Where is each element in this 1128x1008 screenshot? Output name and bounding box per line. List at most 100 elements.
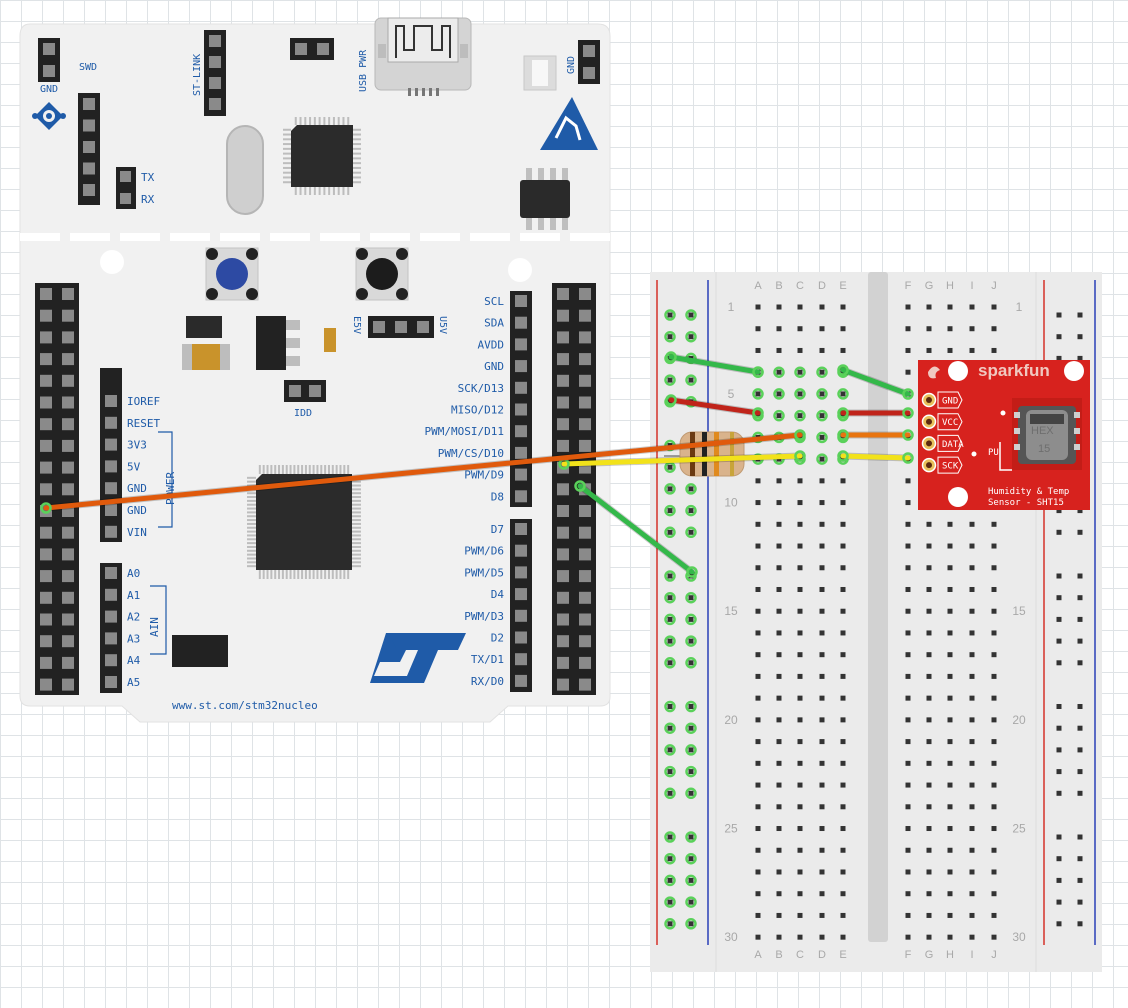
breadboard-hole xyxy=(755,565,761,571)
breadboard-hole xyxy=(991,673,997,679)
pin-label-a4: A4 xyxy=(127,654,141,667)
header-pin xyxy=(105,525,117,538)
wire-endpoint xyxy=(794,429,806,441)
breadboard-hole xyxy=(969,912,975,918)
breadboard-hole xyxy=(905,413,911,419)
header-pin xyxy=(557,526,569,539)
breadboard-hole xyxy=(776,804,782,810)
idd-label: IDD xyxy=(294,408,312,419)
breadboard-hole xyxy=(776,565,782,571)
sensor-pin-label-gnd: GND xyxy=(942,397,958,407)
sensor-pin-label-data: DATA xyxy=(942,440,964,450)
breadboard-hole xyxy=(991,695,997,701)
swd-label: SWD xyxy=(79,62,97,73)
sck-wire-yellow[interactable] xyxy=(561,453,803,467)
breadboard-hole xyxy=(840,739,846,745)
pin-label-d4: D4 xyxy=(491,588,505,601)
breadboard-hole xyxy=(819,739,825,745)
breadboard-hole xyxy=(905,934,911,940)
breadboard-hole xyxy=(969,826,975,832)
row-label: 30 xyxy=(1012,930,1026,944)
morpho-header-right xyxy=(552,283,596,695)
sck-wire-yellow[interactable] xyxy=(840,453,911,461)
breadboard-hole xyxy=(755,521,761,527)
breadboard-hole xyxy=(905,847,911,853)
pin-label-a0: A0 xyxy=(127,567,140,580)
breadboard-hole xyxy=(797,565,803,571)
header-pin xyxy=(105,567,117,579)
breadboard-hole xyxy=(755,782,761,788)
rail-hole xyxy=(688,704,694,709)
breadboard-hole xyxy=(819,717,825,723)
breadboard-hole xyxy=(797,586,803,592)
board-gnd-wire-green[interactable] xyxy=(577,483,695,575)
header-pin xyxy=(557,635,569,648)
breadboard-hole xyxy=(797,673,803,679)
rail-hole xyxy=(1077,704,1083,709)
board-data-wire-orange[interactable] xyxy=(43,432,803,511)
wire-endpoint xyxy=(837,407,849,419)
black-component xyxy=(172,635,228,667)
header-pin xyxy=(62,418,74,431)
pin-label-sck-d13: SCK/D13 xyxy=(458,382,504,395)
pin-label-tx-d1: TX/D1 xyxy=(471,653,504,666)
header-pin xyxy=(579,439,591,452)
rail-hole xyxy=(667,856,673,862)
breadboard-hole xyxy=(947,717,953,723)
header-pin xyxy=(557,483,569,496)
pin-label-ioref: IOREF xyxy=(127,395,160,408)
breadboard-hole xyxy=(926,608,932,614)
breadboard-hole xyxy=(755,869,761,875)
breadboard-hole xyxy=(776,673,782,679)
header-pin xyxy=(40,526,52,539)
breadboard-hole xyxy=(776,739,782,745)
column-label: C xyxy=(796,280,804,292)
breadboard-hole xyxy=(969,782,975,788)
user-button[interactable] xyxy=(205,247,259,301)
breadboard-hole xyxy=(905,717,911,723)
breadboard-hole xyxy=(991,652,997,658)
vcc-wire-red[interactable] xyxy=(668,397,761,416)
header-pin xyxy=(515,425,527,438)
breadboard-hole xyxy=(819,391,825,397)
rail-hole xyxy=(688,377,694,383)
breadboard-hole xyxy=(776,717,782,723)
header-pin xyxy=(40,331,52,344)
gnd-wire-green[interactable] xyxy=(668,354,761,375)
wire-endpoint xyxy=(902,452,914,464)
column-label: B xyxy=(775,949,782,961)
header-pin xyxy=(515,674,527,687)
header-pin xyxy=(515,338,527,351)
header-pin xyxy=(83,98,95,110)
breadboard-hole xyxy=(947,586,953,592)
pin-label-pwm-d6: PWM/D6 xyxy=(464,545,504,558)
rail-hole xyxy=(667,595,673,601)
rail-hole xyxy=(1056,355,1062,361)
column-label: D xyxy=(818,949,826,961)
breadboard-hole xyxy=(776,826,782,832)
breadboard-hole xyxy=(991,847,997,853)
breadboard-hole xyxy=(905,652,911,658)
pin-label-gnd: GND xyxy=(484,360,504,373)
pin-label-pwm-mosi-d11: PWM/MOSI/D11 xyxy=(425,425,504,438)
breadboard-hole xyxy=(797,804,803,810)
breadboard-hole xyxy=(840,586,846,592)
rail-hole xyxy=(1077,856,1083,862)
breadboard-hole xyxy=(755,500,761,506)
breadboard-hole xyxy=(905,500,911,506)
pin-label-sda: SDA xyxy=(484,317,504,330)
breadboard-hole xyxy=(819,630,825,636)
breadboard-hole xyxy=(926,826,932,832)
reset-button[interactable] xyxy=(355,247,409,301)
rail-hole xyxy=(1056,595,1062,601)
gnd-wire-green[interactable] xyxy=(840,367,911,397)
rail-hole xyxy=(1077,660,1083,666)
breadboard-hole xyxy=(797,826,803,832)
breadboard-hole xyxy=(776,652,782,658)
breadboard-hole xyxy=(819,760,825,766)
breadboard-hole xyxy=(926,347,932,353)
breadboard-hole xyxy=(840,630,846,636)
rail-hole xyxy=(667,877,673,883)
header-pin xyxy=(557,570,569,583)
breadboard-hole xyxy=(991,630,997,636)
